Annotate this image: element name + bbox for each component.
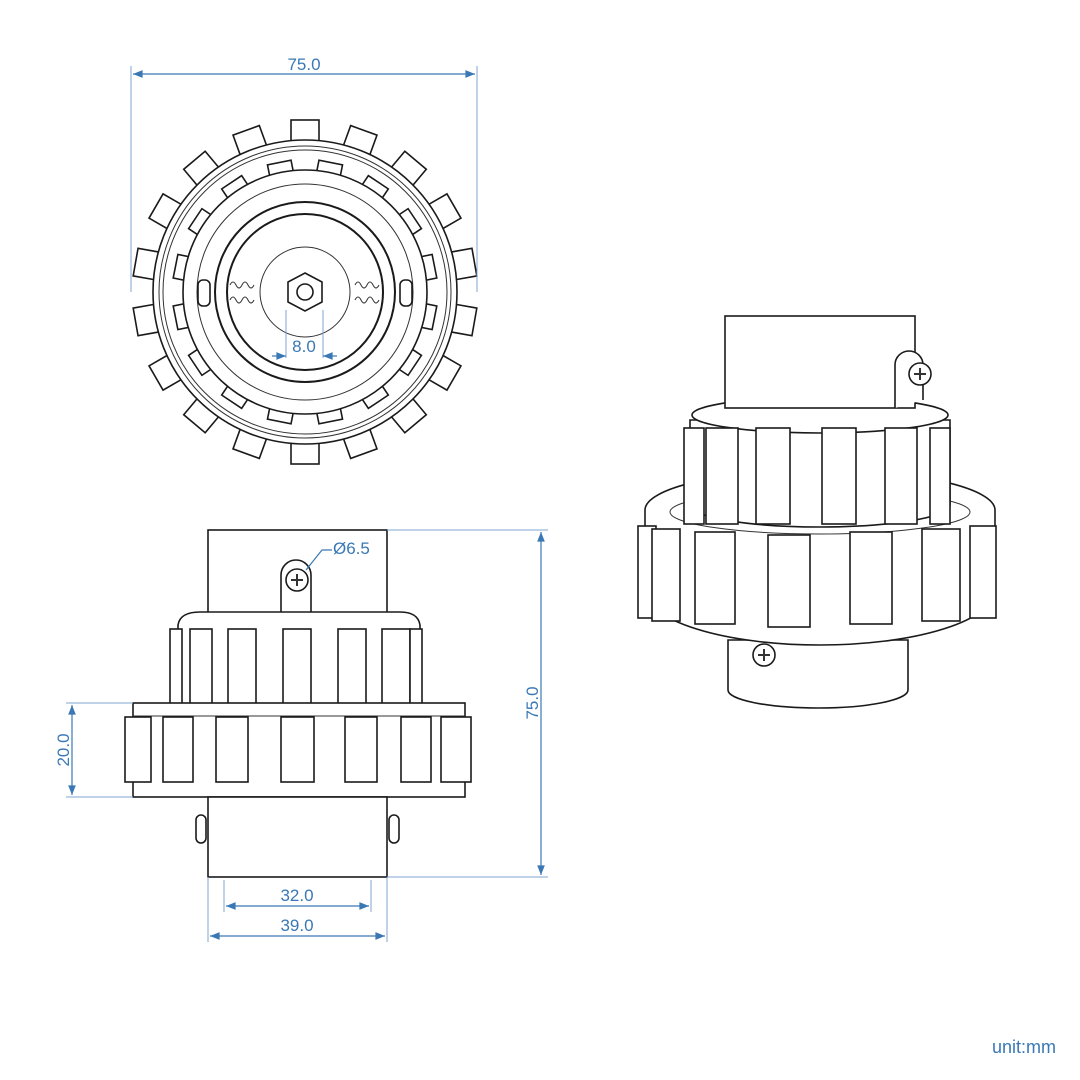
grip-tab xyxy=(929,427,951,525)
side-view xyxy=(124,529,472,878)
set-screw-left-icon xyxy=(197,279,255,307)
dimension-label: 75.0 xyxy=(287,55,320,74)
dimension-label: 39.0 xyxy=(280,916,313,935)
grip-tab xyxy=(215,716,249,783)
dimension-overall-height: 75.0 xyxy=(387,529,548,878)
screw-head-icon xyxy=(285,568,309,592)
screw-head-icon xyxy=(908,362,932,386)
grip-tab xyxy=(884,427,918,525)
dimension-label: Ø6.5 xyxy=(333,539,370,558)
grip-tab xyxy=(290,441,320,465)
dimension-label: 75.0 xyxy=(523,686,542,719)
dimension-ring-height: 20.0 xyxy=(54,702,133,798)
grip-tab xyxy=(440,716,472,783)
set-screw-right-icon xyxy=(354,279,413,307)
dimension-overall-width: 75.0 xyxy=(130,55,478,292)
grip-tab xyxy=(162,716,194,783)
grip-tab xyxy=(381,628,411,705)
grip-tab xyxy=(282,628,312,705)
grip-tab xyxy=(705,427,739,525)
dimension-label: 8.0 xyxy=(292,337,316,356)
isometric-view xyxy=(637,315,997,709)
dimension-screw-diameter: Ø6.5 xyxy=(305,539,370,571)
grip-tab xyxy=(124,716,152,783)
dimension-label: 20.0 xyxy=(54,733,73,766)
dimension-outer-diameter: 39.0 xyxy=(207,877,388,942)
grip-tab xyxy=(651,528,681,622)
grip-tab xyxy=(280,716,315,783)
grip-tab xyxy=(337,628,367,705)
grip-tab xyxy=(227,628,257,705)
grip-tab xyxy=(969,525,997,619)
grip-tab xyxy=(344,716,378,783)
grip-tab xyxy=(400,716,432,783)
grip-tab xyxy=(694,531,736,625)
top-view xyxy=(132,119,478,465)
grip-tab xyxy=(290,119,320,143)
grip-tab xyxy=(849,531,893,625)
grip-tab xyxy=(755,427,791,525)
grip-tab xyxy=(921,528,961,622)
grip-tab xyxy=(189,628,213,705)
dimension-label: 32.0 xyxy=(280,886,313,905)
unit-label: unit:mm xyxy=(991,1037,1056,1057)
grip-tab xyxy=(169,628,183,705)
grip-tab xyxy=(409,628,423,705)
dimension-inner-diameter: 32.0 xyxy=(223,880,372,912)
dimension-hex-width: 8.0 xyxy=(272,310,337,360)
grip-tab xyxy=(683,427,705,525)
grip-tab xyxy=(821,427,857,525)
screw-head-icon xyxy=(752,643,776,667)
grip-tab xyxy=(767,534,811,628)
